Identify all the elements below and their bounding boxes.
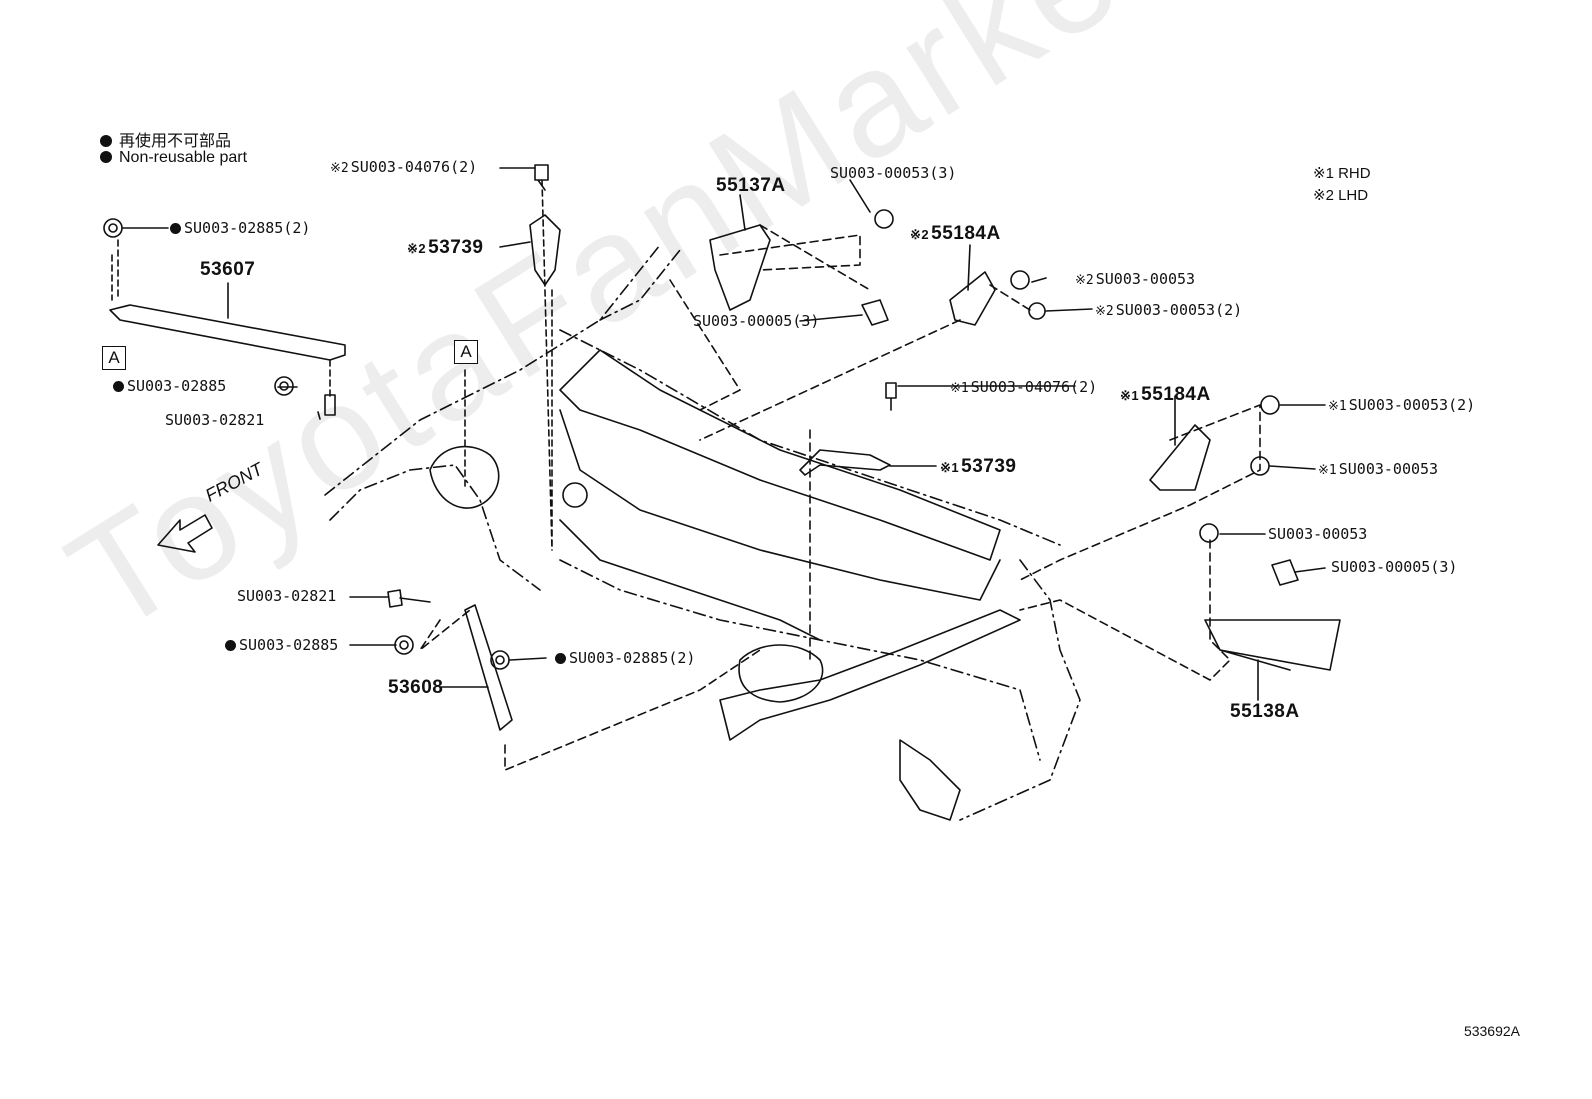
front-frame [719, 609, 1021, 741]
diagram-code: 533692A [1463, 1023, 1520, 1039]
apron [899, 739, 961, 821]
cowl-panel [559, 349, 1001, 561]
part-53739-rhd [799, 449, 891, 476]
fastener-label: SU003-00053(3) [830, 164, 957, 182]
legend-en: Non-reusable part [100, 149, 247, 167]
part-55137A [709, 224, 771, 311]
legend-rhd: ※1 RHD [1313, 165, 1371, 182]
part-55184A-rhd [1149, 424, 1211, 491]
fastener-label: SU003-02821 [237, 587, 337, 605]
body-outline-left [329, 464, 541, 591]
part-label-53607: 53607 [200, 259, 256, 280]
part-label-53608: 53608 [388, 677, 444, 698]
legend-jp: 再使用不可部品 [100, 127, 231, 151]
fastener-label: SU003-00053 [1268, 525, 1368, 543]
strut-hole-left [562, 482, 588, 508]
reference-box-a: A [102, 346, 126, 370]
part-55138A [1204, 619, 1341, 671]
body-outline-top [324, 244, 681, 496]
part-label-55138A: 55138A [1230, 701, 1300, 722]
body-outline-cowl [559, 329, 1061, 546]
fastener-label: SU003-02885(2) [555, 649, 695, 667]
cowl-panel-lower [559, 409, 1001, 601]
fastener-label: SU003-00005(3) [693, 312, 820, 330]
part-55184A-lhd [949, 271, 996, 326]
part-label-55137A: 55137A [716, 175, 786, 196]
body-outline-right [959, 559, 1081, 821]
leader-lines [121, 167, 1326, 701]
fastener-label: SU003-02821 [165, 411, 265, 429]
fastener-label: SU003-02885 [113, 377, 226, 395]
dash-panel [559, 519, 821, 641]
fastener-label: SU003-02885 [225, 636, 338, 654]
strut-tower-right [738, 644, 824, 703]
fastener-label: SU003-00005(3) [1331, 558, 1458, 576]
fastener-label: SU003-02885(2) [170, 219, 310, 237]
reference-box-a: A [454, 340, 478, 364]
front-arrow [157, 514, 213, 553]
part-53608-brace [464, 604, 513, 731]
strut-tower-left [429, 445, 500, 509]
part-53739-lhd [529, 214, 561, 286]
legend-lhd: ※2 LHD [1313, 187, 1369, 204]
part-53607-brace [109, 304, 346, 361]
